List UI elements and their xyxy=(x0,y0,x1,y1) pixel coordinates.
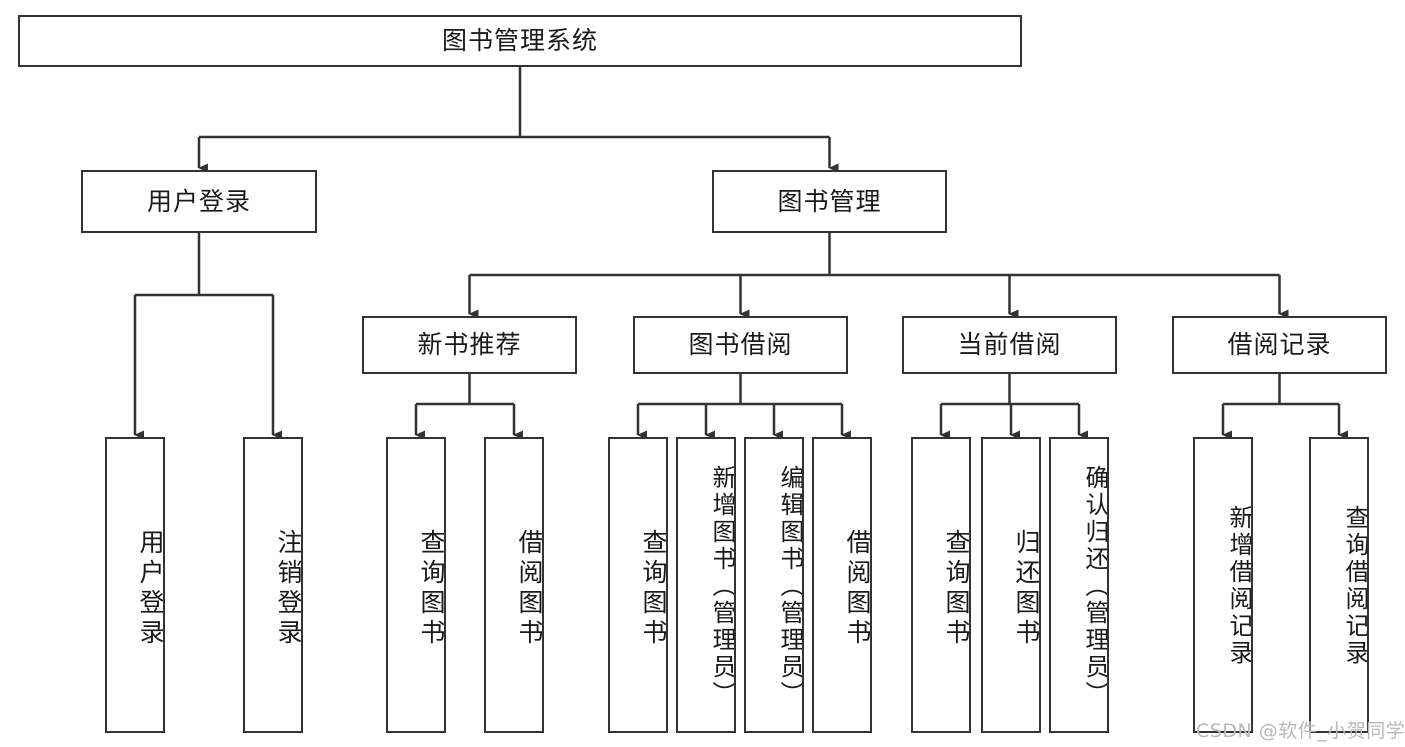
leaf-borrow-book-recommend[interactable]: 借阅图书 xyxy=(484,437,544,733)
leaf-logout[interactable]: 注销登录 xyxy=(243,437,303,733)
leaf-edit-book-admin[interactable]: 编辑图书（管理员） xyxy=(744,437,804,733)
node-book-management[interactable]: 图书管理 xyxy=(712,170,947,233)
leaf-confirm-return-admin[interactable]: 确认归还（管理员） xyxy=(1049,437,1109,733)
node-new-book-recommend[interactable]: 新书推荐 xyxy=(362,316,577,374)
leaf-add-borrow-record[interactable]: 新增借阅记录 xyxy=(1193,437,1253,733)
leaf-query-book-current[interactable]: 查询图书 xyxy=(911,437,971,733)
leaf-return-book[interactable]: 归还图书 xyxy=(981,437,1041,733)
node-user-login[interactable]: 用户登录 xyxy=(81,170,317,233)
leaf-add-book-admin[interactable]: 新增图书（管理员） xyxy=(676,437,736,733)
leaf-query-borrow-record[interactable]: 查询借阅记录 xyxy=(1309,437,1369,733)
csdn-watermark: CSDN @软件_小贺同学 xyxy=(1196,720,1405,742)
leaf-borrow-book-borrow[interactable]: 借阅图书 xyxy=(812,437,872,733)
leaf-query-book-recommend[interactable]: 查询图书 xyxy=(386,437,446,733)
node-root[interactable]: 图书管理系统 xyxy=(18,15,1022,67)
node-book-borrow[interactable]: 图书借阅 xyxy=(633,316,848,374)
node-current-borrow[interactable]: 当前借阅 xyxy=(902,316,1117,374)
leaf-user-login[interactable]: 用户登录 xyxy=(105,437,165,733)
node-borrow-record[interactable]: 借阅记录 xyxy=(1172,316,1387,374)
leaf-query-book-borrow[interactable]: 查询图书 xyxy=(608,437,668,733)
